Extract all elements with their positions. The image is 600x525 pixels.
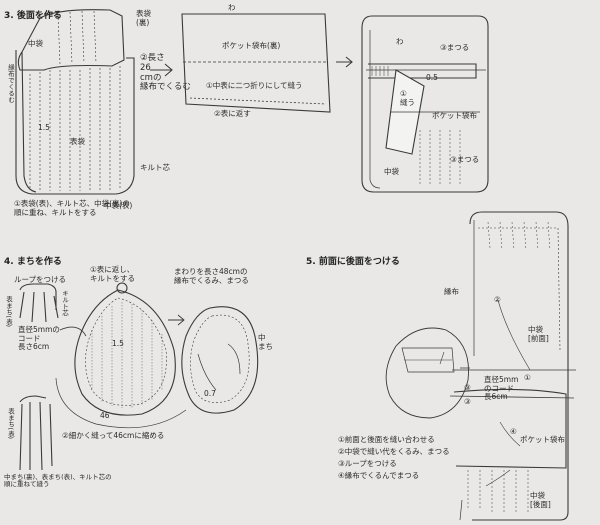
cord-note-5: 直径5mm のコード 長6cm <box>484 375 519 402</box>
matsuru-label-1: ③まつる <box>450 155 480 164</box>
arrow-right-1 <box>150 63 173 77</box>
enuno-label: 縁布 <box>444 287 459 296</box>
step5-instruction-3: ③ループをつける <box>338 459 397 468</box>
front-back-outer <box>469 211 569 521</box>
step5-instruction-4: ④縁布でくるんでまつる <box>338 471 420 480</box>
pocket-zip-strip <box>368 63 477 79</box>
pocket-fabric-label-5: ポケット袋布 <box>520 435 565 444</box>
step4-heading: 4. まちを作る <box>4 257 62 267</box>
wa-label-2: わ <box>396 37 404 46</box>
arrow-right-2 <box>336 56 353 68</box>
step3-heading: 3. 後面を作る <box>4 11 62 21</box>
wrap-note: まわりを長さ48cmの 縁布でくるみ、まつる <box>174 267 249 285</box>
zoom-circle <box>385 327 469 419</box>
back-panel-with-pocket <box>361 15 489 193</box>
cord-note-4: 直径5mmの コード 長さ6cm <box>18 325 60 352</box>
omote-machi-label-2: 表まち(表) <box>6 408 15 440</box>
quilt-shin-label: キルト芯 <box>140 163 170 172</box>
wa-label-1: わ <box>228 3 236 12</box>
circle-3b-label: ③ <box>464 397 471 406</box>
pocket-fabric-label: ポケット袋布 <box>432 111 477 120</box>
back-panel-flap <box>17 9 125 71</box>
loop-sketch-top <box>19 283 59 323</box>
pocket-section <box>453 388 567 469</box>
quilt-shin-label-4: キルト芯 <box>60 290 69 316</box>
pocket-ura-label: ポケット袋布(裏) <box>222 41 281 50</box>
fold-note: ①中表に二つ折りにして縫う <box>206 81 303 90</box>
naka-ushiro-label: 中袋 [後面] <box>530 491 551 509</box>
turn-quilt-note: ①表に返し、 キルトをする <box>90 265 135 283</box>
nuu-label: ① 縫う <box>400 89 415 107</box>
step5-instruction-1: ①前面と後面を縫い合わせる <box>338 435 435 444</box>
back-panel-edge-binding <box>21 51 37 193</box>
dim-07-label: 0.7 <box>204 389 216 398</box>
teardrop-gusset-2 <box>181 306 259 414</box>
gather-note: ②細かく縫って46cmに縮める <box>62 431 165 440</box>
loop-sketch-bottom <box>19 395 53 471</box>
naka-bukuro-omote-label: 中袋(表) <box>104 201 133 210</box>
length-note: ②長さ 26 cmの 縁布でくるむ <box>140 53 191 93</box>
omote-machi-label: 表まち(表) <box>4 296 13 328</box>
dim-05-label: 0.5 <box>426 73 438 82</box>
omote-bukuro-label: 表袋 <box>70 137 85 146</box>
circle-1-label: ① <box>524 373 531 382</box>
teardrop-gusset-1 <box>74 289 176 416</box>
vertical-edge-note: 縁布でくるむ <box>6 64 15 103</box>
dim-46-label: 46 <box>100 411 110 420</box>
back-panel-outline <box>15 50 135 195</box>
circle-2-label: ② <box>494 295 501 304</box>
circle-3a-label: ③ <box>464 383 471 392</box>
naka-machi-label: 中 まち <box>258 333 273 351</box>
pocket-fabric-sheet <box>181 13 331 113</box>
naka-bukuro-label: 中袋 <box>28 39 43 48</box>
step5-instruction-2: ②中袋で縫い代をくるみ、まつる <box>338 447 450 456</box>
dim-15-label: 1.5 <box>38 123 50 132</box>
dim-15-label-4: 1.5 <box>112 339 124 348</box>
matsuru-label-2: ③まつる <box>440 43 470 52</box>
loop-ring <box>116 282 128 294</box>
step3-note-1: ①表袋(表)、キルト芯、中袋(裏)の 順に重ね、キルトをする <box>14 199 130 217</box>
turn-note: ②表に返す <box>214 109 251 118</box>
loop-note: ループをつける <box>14 275 67 284</box>
naka-mae-label: 中袋 [前面] <box>528 325 549 343</box>
naka-bukuro-label-2: 中袋 <box>384 167 399 176</box>
layer-note: 中まち(裏)、表まち(表)、キルト芯の 順に重ねて縫う <box>4 473 112 489</box>
omote-ura-label: 表袋 (裏) <box>136 9 151 27</box>
circle-4-label: ④ <box>510 427 517 436</box>
step5-heading: 5. 前面に後面をつける <box>306 257 400 267</box>
